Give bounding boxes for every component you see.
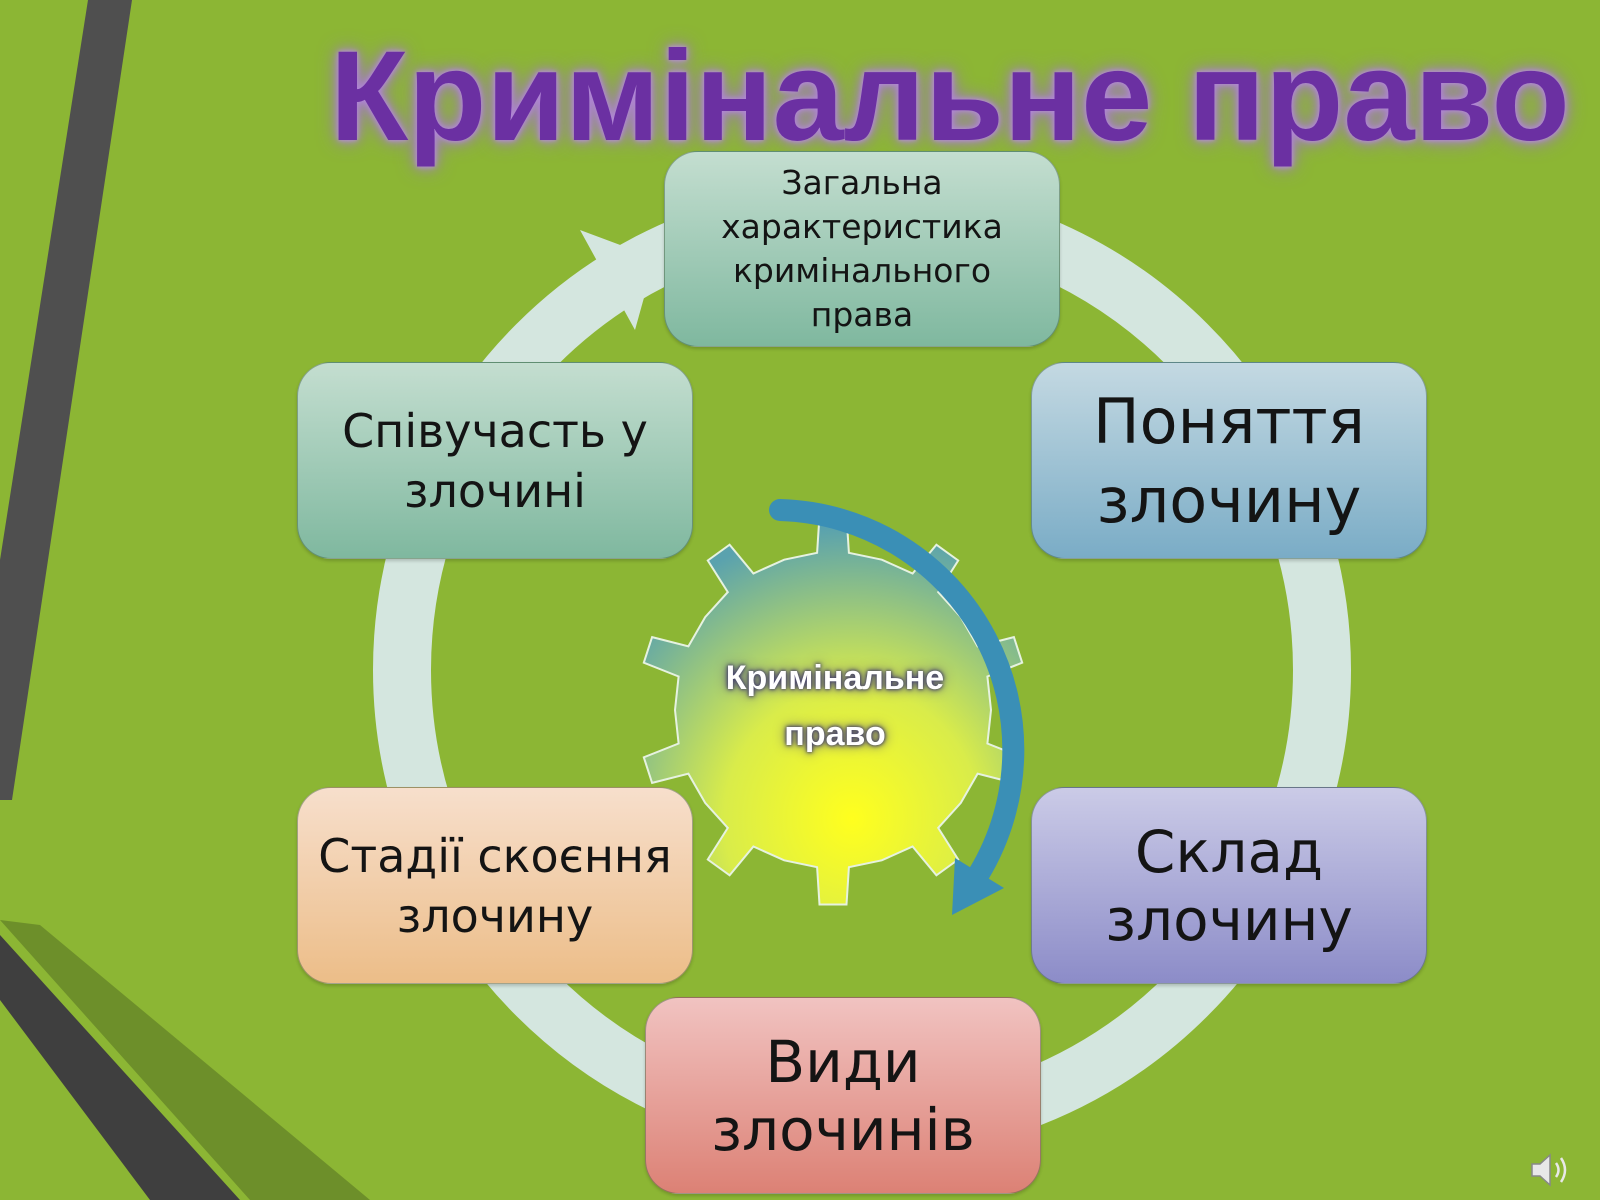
item-crime-types-label: Види злочинів <box>711 1027 975 1164</box>
item-crime-concept: Поняття злочину <box>1031 362 1427 559</box>
item-general-characteristics-label: Загальна характеристика кримінального пр… <box>721 163 1003 334</box>
gear-shape <box>642 514 1024 906</box>
item-general-characteristics: Загальна характеристика кримінального пр… <box>664 151 1060 347</box>
speaker-icon[interactable] <box>1528 1150 1576 1190</box>
left-light-stripe <box>0 920 370 1200</box>
cycle-arrow-head <box>952 858 1004 915</box>
speaker-wave-1 <box>1554 1162 1560 1178</box>
item-crime-concept-label: Поняття злочину <box>1093 384 1365 537</box>
item-crime-composition: Склад злочину <box>1031 787 1427 984</box>
item-crime-participation-label: Співучасть у злочині <box>342 403 648 518</box>
center-label: Кримінальне право <box>725 659 945 753</box>
cycle-arrow <box>769 499 1025 891</box>
left-bottom-stripe <box>0 935 240 1200</box>
cycle-ring-arrowhead <box>580 230 655 330</box>
speaker-body <box>1531 1153 1551 1187</box>
left-dark-stripe <box>0 0 132 800</box>
slide-title: Кримінальне право <box>330 25 1570 168</box>
speaker-wave-2 <box>1559 1157 1567 1183</box>
item-crime-stages-label: Стадії скоєння злочину <box>318 828 672 943</box>
gear-body <box>642 514 1024 906</box>
item-crime-participation: Співучасть у злочині <box>297 362 693 559</box>
item-crime-types: Види злочинів <box>645 997 1041 1194</box>
item-crime-stages: Стадії скоєння злочину <box>297 787 693 984</box>
item-crime-composition-label: Склад злочину <box>1105 817 1353 954</box>
